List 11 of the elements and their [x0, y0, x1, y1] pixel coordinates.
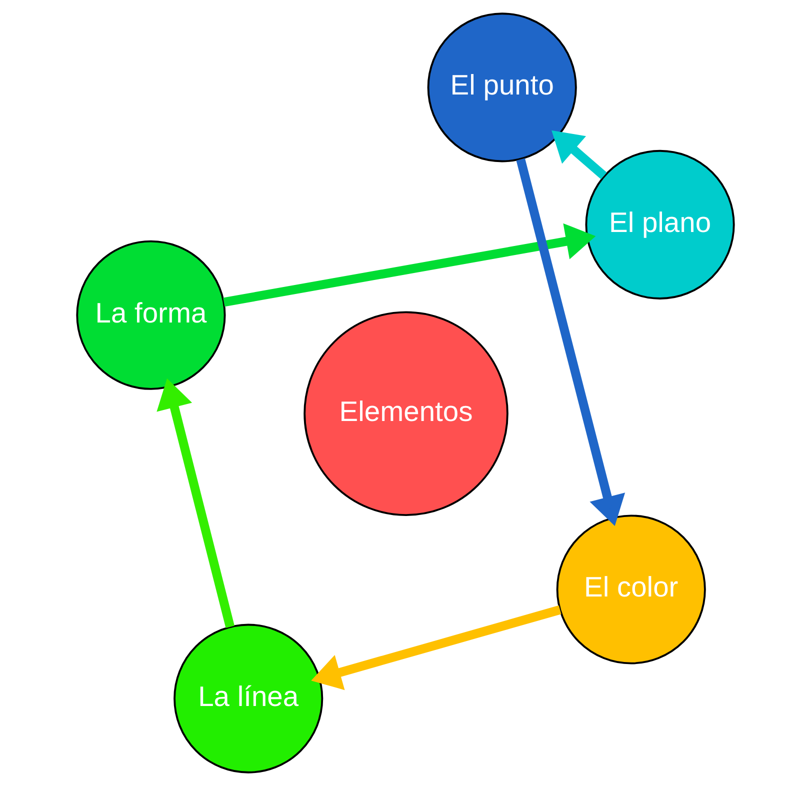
- node-circle: El punto: [426, 12, 576, 162]
- arrow: [156, 378, 234, 628]
- node-circle: Elementos: [303, 311, 508, 516]
- node-circle: El color: [556, 514, 706, 664]
- node-circle: La forma: [76, 240, 226, 390]
- arrow: [516, 158, 625, 526]
- arrow: [222, 223, 596, 307]
- node-circle: La línea: [173, 624, 323, 774]
- node-circle: El plano: [584, 150, 734, 300]
- arrow: [310, 605, 561, 690]
- arrow: [551, 130, 606, 180]
